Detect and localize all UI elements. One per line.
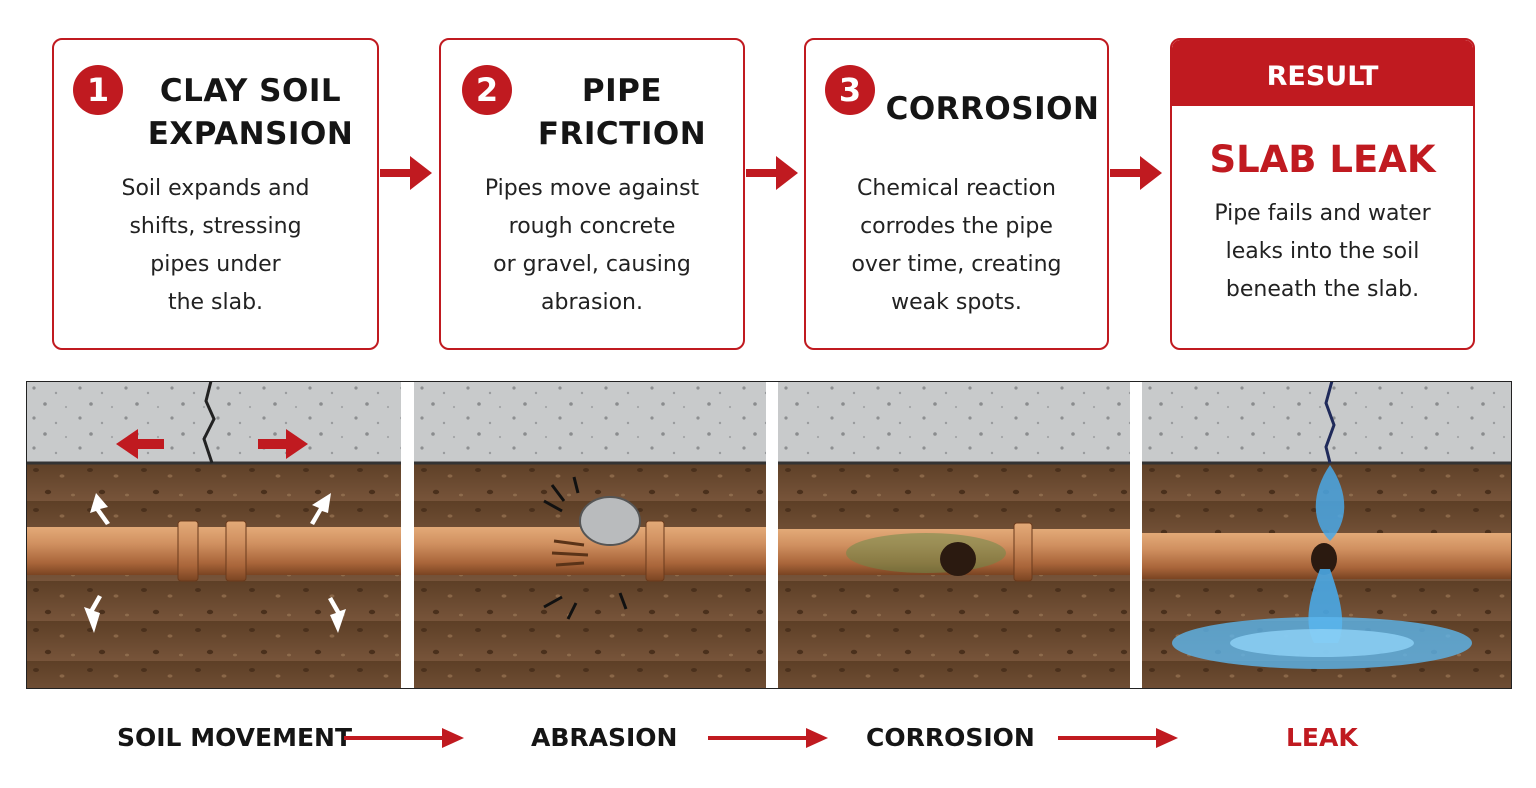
result-card: RESULT SLAB LEAK Pipe fails and water le… <box>1170 38 1475 350</box>
step-number-badge: 3 <box>825 65 875 115</box>
step-number-badge: 1 <box>73 65 123 115</box>
flow-label-abrasion: ABRASION <box>531 723 678 752</box>
step-card-2: 2 PIPE FRICTION Pipes move against rough… <box>439 38 745 350</box>
flow-label-corrosion: CORROSION <box>866 723 1035 752</box>
panel-soil-expansion <box>26 381 401 689</box>
panel-corrosion <box>778 381 1130 689</box>
arrow-right-icon <box>1110 156 1162 190</box>
step-number-badge: 2 <box>462 65 512 115</box>
step-title: CORROSION <box>885 91 1100 127</box>
step-description: Pipes move against rough concrete or gra… <box>484 176 700 315</box>
result-description: Pipe fails and water leaks into the soil… <box>1214 201 1431 302</box>
step-description: Chemical reaction corrodes the pipe over… <box>851 176 1062 315</box>
panel-pipe-friction <box>414 381 766 689</box>
arrow-right-icon <box>708 728 828 748</box>
step-title: PIPE FRICTION <box>537 73 707 152</box>
step-title: CLAY SOIL EXPANSION <box>147 73 354 152</box>
step-card-1: 1 CLAY SOIL EXPANSION Soil expands and s… <box>52 38 379 350</box>
arrow-right-icon <box>258 429 308 459</box>
flow-label-soil-movement: SOIL MOVEMENT <box>117 723 353 752</box>
result-header: RESULT <box>1172 40 1473 106</box>
arrow-right-icon <box>344 728 464 748</box>
step-card-3: 3 CORROSION Chemical reaction corrodes t… <box>804 38 1109 350</box>
arrow-left-icon <box>116 429 164 459</box>
arrow-right-icon <box>1058 728 1178 748</box>
step-description: Soil expands and shifts, stressing pipes… <box>121 176 310 315</box>
pipe-illustration-strip <box>26 381 1512 689</box>
arrow-right-icon <box>746 156 798 190</box>
result-title: SLAB LEAK <box>1209 138 1436 181</box>
flow-label-leak: LEAK <box>1286 723 1358 752</box>
arrow-right-icon <box>380 156 432 190</box>
panel-slab-leak <box>1142 381 1512 689</box>
